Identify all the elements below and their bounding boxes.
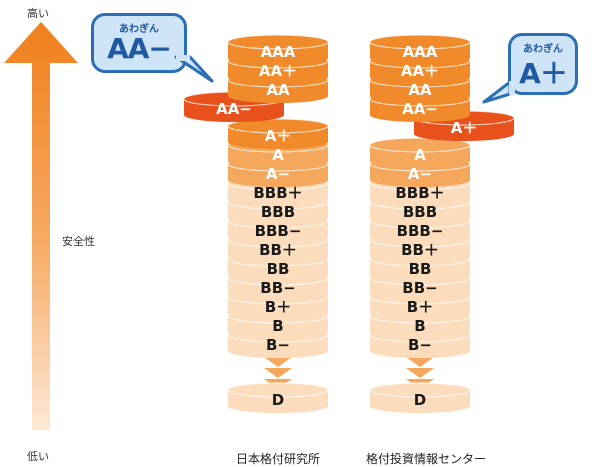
- bubble-grade-right: A＋: [519, 57, 568, 90]
- bubble-tail-left: [174, 55, 214, 83]
- rating-slab: A: [369, 137, 471, 168]
- rating-label: BBB: [261, 203, 295, 221]
- rating-label: AA: [408, 81, 432, 99]
- rating-label: B＋: [265, 298, 291, 316]
- rating-label: BBB: [403, 203, 437, 221]
- continuation-chevron: [406, 368, 434, 378]
- continuation-chevron: [264, 368, 292, 378]
- rating-label: BBB＋: [395, 184, 444, 202]
- rating-slab: AAA: [227, 34, 329, 65]
- rating-label: AA＋: [259, 62, 297, 80]
- rating-label: AA−: [402, 100, 438, 118]
- rating-label: D: [414, 391, 426, 409]
- bubble-brand-right: あわぎん: [523, 44, 563, 55]
- rating-slab: D: [227, 382, 329, 413]
- rating-label: BB: [409, 260, 432, 278]
- rating-label: B: [414, 317, 425, 335]
- rating-label: A＋: [451, 119, 478, 137]
- rating-label: B−: [408, 336, 432, 354]
- awagin-bubble-left: あわぎん AA−: [91, 13, 187, 73]
- rating-label: AAA: [261, 43, 296, 61]
- axis-high-label: 高い: [27, 7, 49, 20]
- rating-label: BBB−: [397, 222, 444, 240]
- rating-label: B＋: [407, 298, 433, 316]
- rating-label: BB−: [260, 279, 295, 297]
- safety-arrow: [4, 22, 78, 430]
- bubble-brand-left: あわぎん: [119, 24, 159, 35]
- rating-slab: AAA: [369, 34, 471, 65]
- continuation-chevron: [406, 357, 434, 367]
- rating-label: AA: [266, 81, 290, 99]
- axis-middle-label: 安全性: [62, 235, 95, 248]
- rating-slab: AA＋: [227, 53, 329, 84]
- rating-slab: D: [369, 382, 471, 413]
- awagin-bubble-right: あわぎん A＋: [508, 33, 578, 95]
- rating-label: B−: [266, 336, 290, 354]
- rating-label: BB−: [402, 279, 437, 297]
- rating-label: A＋: [265, 127, 292, 145]
- continuation-chevron: [264, 357, 292, 367]
- rating-label: D: [272, 391, 284, 409]
- rating-slab: A＋: [227, 118, 329, 149]
- rating-label: AA＋: [401, 62, 439, 80]
- rating-label: BBB−: [255, 222, 302, 240]
- rating-label: BB: [267, 260, 290, 278]
- bubble-tail-right: [482, 80, 515, 104]
- rating-label: BB＋: [259, 241, 297, 259]
- bubble-grade-left: AA−: [107, 32, 172, 65]
- axis-low-label: 低い: [27, 450, 49, 463]
- rating-label: B: [272, 317, 283, 335]
- rating-label: BBB＋: [253, 184, 302, 202]
- rating-column-1: DB−BB＋BB−BBBB＋BBB−BBBBBB＋A−AA＋AA−AAAA＋AA…: [369, 34, 515, 413]
- rating-label: A−: [266, 165, 290, 183]
- column-label-ri: 格付投資情報センター: [365, 452, 486, 466]
- column-label-jcr: 日本格付研究所: [235, 452, 320, 466]
- rating-label: BB＋: [401, 241, 439, 259]
- rating-label: AA−: [216, 100, 252, 118]
- rating-label: A: [272, 146, 284, 164]
- arrow-head: [4, 22, 78, 430]
- rating-label: A−: [408, 165, 432, 183]
- rating-label: A: [414, 146, 426, 164]
- rating-column-0: DB−BB＋BB−BBBB＋BBB−BBBBBB＋A−AA＋AA−AAAA＋AA…: [183, 34, 329, 413]
- rating-label: AAA: [403, 43, 438, 61]
